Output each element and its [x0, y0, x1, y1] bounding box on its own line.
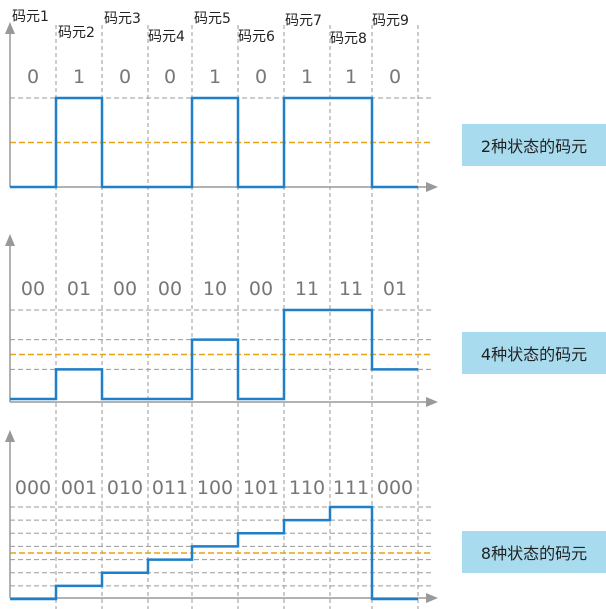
quaternary-code-label-8: 11	[339, 278, 363, 300]
octal-code-label-8: 111	[333, 477, 369, 499]
symbol-label-7: 码元7	[285, 13, 322, 29]
binary-code-label-4: 0	[164, 66, 176, 88]
quaternary-code-label-2: 01	[67, 278, 91, 300]
octal-code-label-2: 001	[61, 477, 97, 499]
legend-octal: 8种状态的码元	[462, 531, 606, 573]
symbol-label-6: 码元6	[238, 29, 275, 45]
binary-code-label-1: 0	[27, 66, 39, 88]
binary-code-label-9: 0	[389, 66, 401, 88]
octal-code-label-5: 100	[197, 477, 233, 499]
quaternary-signal-waveform	[10, 308, 418, 401]
quaternary-y-arrow-icon	[5, 234, 15, 246]
binary-code-label-7: 1	[301, 66, 313, 88]
quaternary-code-label-9: 01	[383, 278, 407, 300]
legend-binary: 2种状态的码元	[462, 124, 606, 166]
quaternary-code-label-6: 00	[249, 278, 273, 300]
binary-y-arrow-icon	[5, 22, 15, 34]
octal-code-label-7: 110	[289, 477, 325, 499]
binary-code-label-6: 0	[255, 66, 267, 88]
symbol-label-4: 码元4	[148, 29, 185, 45]
quaternary-code-label-1: 00	[21, 278, 45, 300]
quaternary-code-label-7: 11	[295, 278, 319, 300]
binary-x-arrow-icon	[426, 182, 438, 192]
octal-code-label-3: 010	[107, 477, 143, 499]
octal-code-label-4: 011	[152, 477, 188, 499]
symbol-label-9: 码元9	[372, 13, 409, 29]
octal-code-label-6: 101	[243, 477, 279, 499]
symbol-label-8: 码元8	[330, 31, 367, 47]
symbol-label-2: 码元2	[58, 25, 95, 41]
legend-quaternary: 4种状态的码元	[462, 332, 606, 374]
octal-code-label-1: 000	[15, 477, 51, 499]
quaternary-code-label-3: 00	[113, 278, 137, 300]
symbol-label-1: 码元1	[12, 9, 49, 25]
symbol-label-5: 码元5	[194, 11, 231, 27]
legend-binary-text: 2种状态的码元	[480, 137, 588, 156]
binary-code-label-3: 0	[119, 66, 131, 88]
quaternary-code-label-4: 00	[158, 278, 182, 300]
octal-signal-waveform	[10, 505, 418, 601]
binary-code-label-2: 1	[73, 66, 85, 88]
octal-y-arrow-icon	[5, 430, 15, 442]
legend-octal-text: 8种状态的码元	[480, 544, 588, 563]
quaternary-code-label-5: 10	[203, 278, 227, 300]
binary-code-label-8: 1	[345, 66, 357, 88]
quaternary-x-arrow-icon	[426, 397, 438, 407]
binary-code-label-5: 1	[209, 66, 221, 88]
symbol-label-3: 码元3	[104, 11, 141, 27]
legend-quaternary-text: 4种状态的码元	[480, 345, 588, 364]
octal-code-label-9: 000	[377, 477, 413, 499]
octal-x-arrow-icon	[426, 593, 438, 603]
binary-signal-waveform	[10, 96, 418, 189]
